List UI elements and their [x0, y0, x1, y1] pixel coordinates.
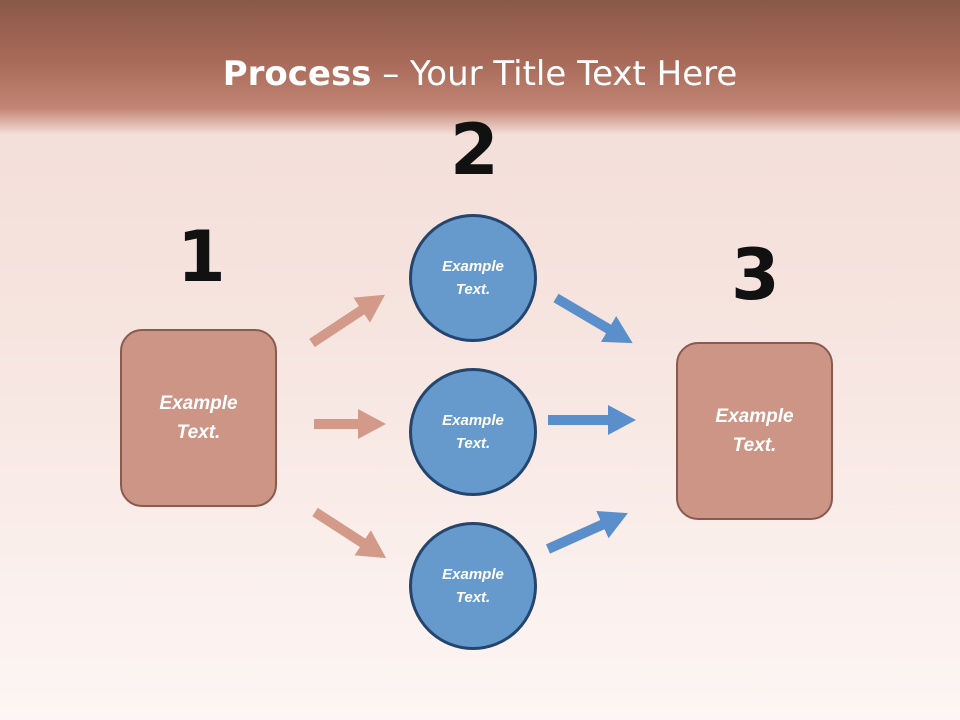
stage-1-box[interactable]: Example Text.: [120, 329, 277, 507]
arrow-1-to-bottom: [312, 507, 387, 559]
stage-number-1: 1: [177, 216, 226, 298]
arrow-1-to-top: [309, 294, 386, 348]
title-rest: – Your Title Text Here: [371, 54, 738, 94]
arrow-bottom-to-3: [545, 510, 628, 554]
title-bold: Process: [222, 54, 372, 94]
stage-2-circle-bottom[interactable]: Example Text.: [409, 522, 537, 650]
stage-3-box[interactable]: Example Text.: [676, 342, 833, 520]
circle-bottom-text: Example Text.: [442, 566, 504, 606]
header-band: [0, 0, 960, 135]
stage-2-circle-middle[interactable]: Example Text.: [409, 368, 537, 496]
stage-2-circle-top[interactable]: Example Text.: [409, 214, 537, 342]
stage-3-box-text: Example Text.: [715, 406, 794, 456]
circle-top-text: Example Text.: [442, 258, 504, 298]
stage-number-3: 3: [731, 234, 780, 316]
stage-number-2: 2: [450, 109, 499, 191]
stage-1-box-text: Example Text.: [159, 393, 238, 443]
circle-middle-text: Example Text.: [442, 412, 504, 452]
slide-title[interactable]: Process – Your Title Text Here: [0, 52, 960, 96]
arrow-top-to-3: [553, 293, 633, 344]
